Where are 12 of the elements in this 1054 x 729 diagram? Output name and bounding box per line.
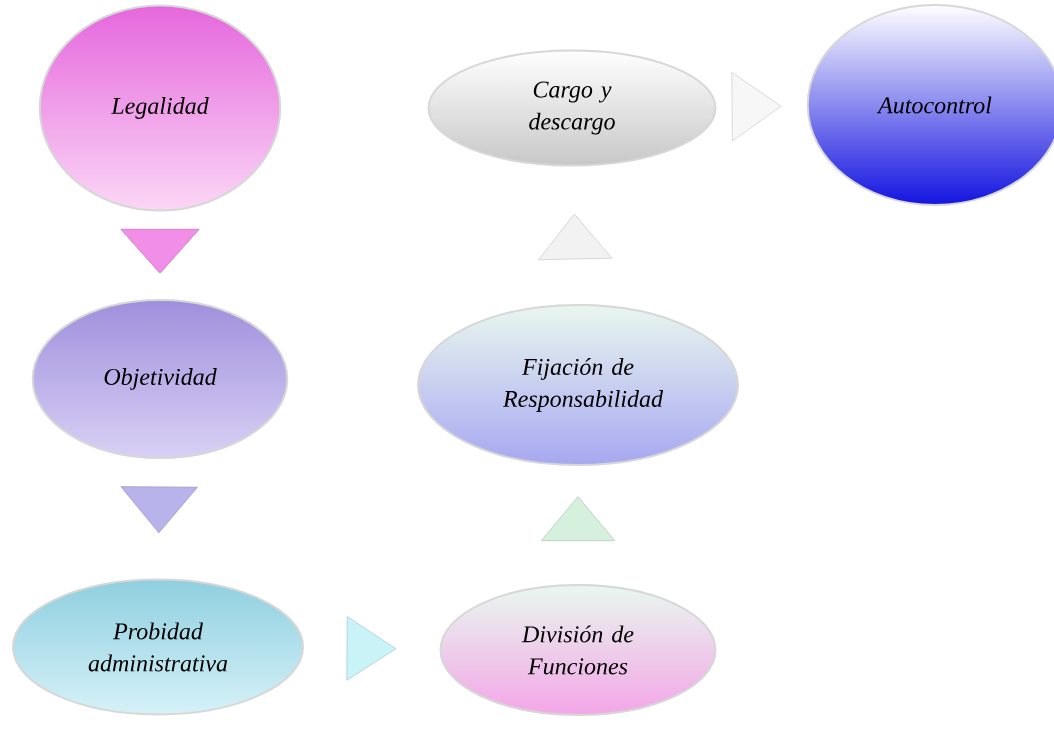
ellipse-node: Probidad administrativa	[12, 578, 304, 716]
arrow	[538, 213, 613, 261]
ellipse-node: División de Funciones	[439, 584, 717, 716]
arrow	[731, 71, 782, 142]
arrow	[120, 228, 200, 274]
arrow	[120, 486, 198, 534]
ellipse-node: Cargo y descargo	[427, 49, 717, 167]
ellipse-node: Fijación de Responsabilidad	[417, 304, 739, 466]
arrow	[346, 616, 397, 681]
ellipse-node: Objetividad	[31, 299, 289, 459]
arrow	[540, 496, 616, 542]
ellipse-node: Legalidad	[38, 4, 282, 212]
